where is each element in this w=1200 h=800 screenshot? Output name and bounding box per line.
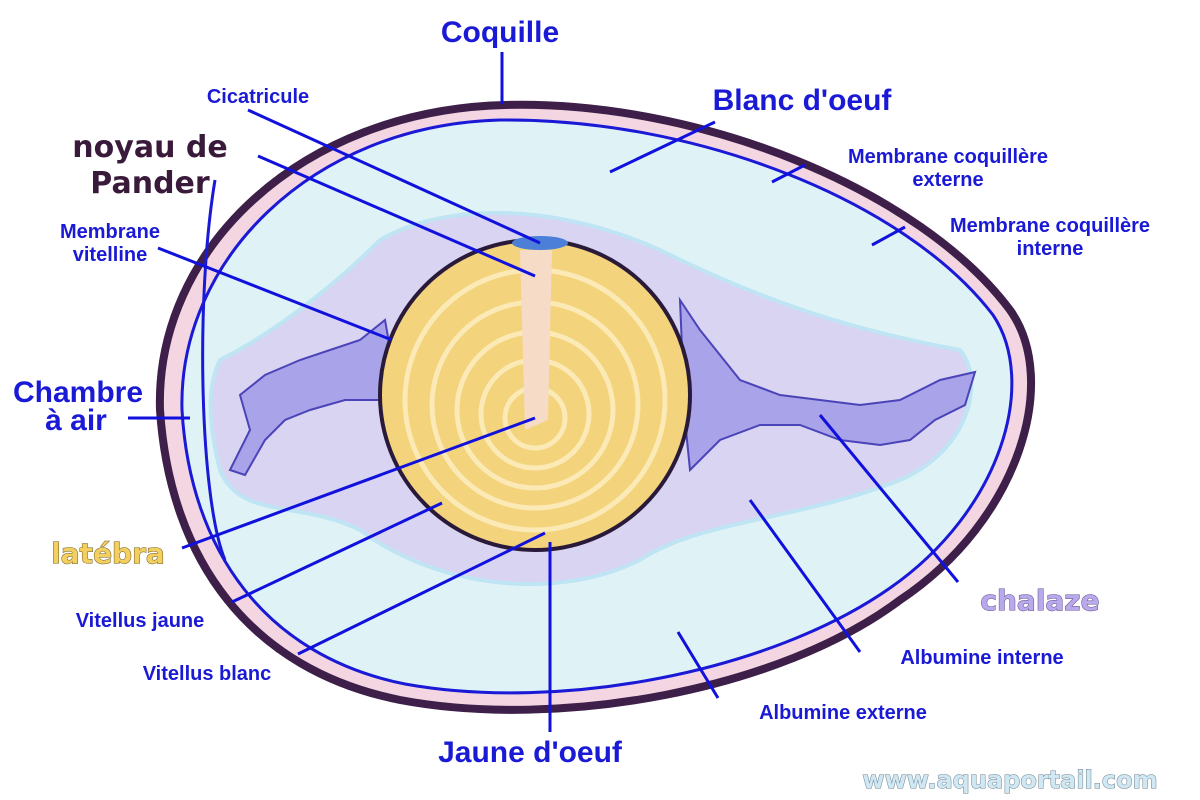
label-chalaze: chalaze <box>980 584 1099 617</box>
label-vitellus-jaune: Vitellus jaune <box>76 610 205 632</box>
label-membrane-interne-line2: interne <box>1017 238 1084 260</box>
label-membrane-interne-line1: Membrane coquillère <box>950 215 1150 237</box>
label-vitelline-line1: Membrane <box>60 221 160 243</box>
label-latebra: latébra <box>51 537 165 570</box>
label-albumine-externe: Albumine externe <box>759 702 927 724</box>
chalaze-right <box>678 296 977 473</box>
latebra-column <box>520 250 552 430</box>
label-membrane-externe-line1: Membrane coquillère <box>848 146 1048 168</box>
label-blanc-oeuf: Blanc d'oeuf <box>713 84 893 117</box>
label-membrane-externe-line2: externe <box>912 169 983 191</box>
yolk-rings <box>402 267 668 533</box>
label-cicatricule: Cicatricule <box>207 86 309 108</box>
air-chamber-line <box>201 179 227 561</box>
label-vitellus-blanc: Vitellus blanc <box>143 663 272 685</box>
label-albumine-interne: Albumine interne <box>900 647 1063 669</box>
watermark: www.aquaportail.com <box>862 766 1157 794</box>
label-noyau-line2: Pander <box>90 166 210 201</box>
leader-lines <box>128 52 960 732</box>
label-chambre-line2: à air <box>45 404 107 437</box>
label-vitelline-line2: vitelline <box>73 244 147 266</box>
label-noyau-line1: noyau de <box>72 130 227 165</box>
label-chambre-line1: Chambre <box>13 376 143 409</box>
label-jaune-oeuf: Jaune d'oeuf <box>438 736 623 769</box>
label-coquille: Coquille <box>441 16 559 49</box>
